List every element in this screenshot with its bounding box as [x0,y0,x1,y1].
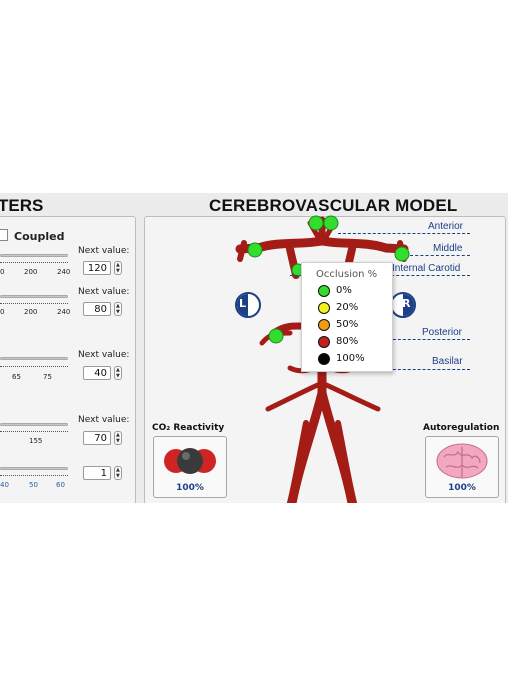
down-arrow-icon[interactable]: ▼ [116,473,120,479]
left-hemisphere-button[interactable]: L [235,292,261,318]
parameters-title: TERS [0,196,44,215]
slider-ticks [0,258,68,263]
slider-ticks [0,299,68,304]
tick-label: 65 [12,373,21,381]
up-arrow-icon[interactable]: ▲ [116,367,120,373]
occlusion-0-icon [318,285,330,297]
co2-molecule-icon [164,448,216,474]
tick-label: 240 [57,308,71,316]
value-input[interactable]: 40 [83,366,111,380]
app-window: TERS CEREBROVASCULAR MODEL Coupled Next … [0,193,508,503]
next-value-label: Next value: [78,350,130,360]
down-arrow-icon[interactable]: ▼ [116,373,120,379]
tick-label: 240 [57,268,71,276]
down-arrow-icon[interactable]: ▼ [116,438,120,444]
up-arrow-icon[interactable]: ▲ [116,467,120,473]
middle-leader [410,255,470,256]
slider-ticks [0,427,68,432]
co2-reactivity-title: CO₂ Reactivity [152,423,225,433]
slider-track[interactable] [0,423,68,426]
tick-label: 155 [29,437,43,445]
up-arrow-icon[interactable]: ▲ [116,432,120,438]
anterior-label: Anterior [428,221,464,232]
autoregulation-title: Autoregulation [423,423,500,433]
occlusion-20-icon [318,302,330,314]
spinner-buttons[interactable]: ▲▼ [114,431,122,445]
brain-icon [436,443,488,479]
slider-track[interactable] [0,254,68,257]
tick-label: 200 [24,308,38,316]
anterior-leader [338,233,470,234]
option-label: 0% [336,285,352,296]
next-value-label: Next value: [78,246,130,256]
option-label: 80% [336,336,359,347]
occlusion-80-icon [318,336,330,348]
slider-track[interactable] [0,295,68,298]
tick-label: 200 [24,268,38,276]
up-arrow-icon[interactable]: ▲ [116,262,120,268]
occlusion-title: Occlusion % [316,269,378,280]
autoregulation-card[interactable]: 100% [425,436,499,498]
option-label: 100% [336,353,365,364]
occlusion-50-icon [318,319,330,331]
basilar-leader [388,369,470,370]
value-input[interactable]: 1 [83,466,111,480]
half-fill [237,294,248,316]
coupled-checkbox[interactable]: Coupled [0,229,64,243]
value-input[interactable]: 120 [83,261,111,275]
internal-carotid-label: Internal Carotid [392,263,461,274]
spinner-buttons[interactable]: ▲▼ [114,261,122,275]
autoregulation-value: 100% [448,483,476,493]
tick-label: 0 [0,308,5,316]
checkbox-box[interactable] [0,229,8,241]
next-value-label: Next value: [78,287,130,297]
left-letter: L [239,297,247,310]
value-input[interactable]: 70 [83,431,111,445]
tick-label: 40 [0,481,9,489]
basilar-label: Basilar [432,356,463,367]
tick-label: 0 [0,268,5,276]
coupled-label: Coupled [14,230,65,243]
down-arrow-icon[interactable]: ▼ [116,268,120,274]
half-fill [403,294,414,316]
slider-ticks [0,471,68,476]
posterior-leader [388,339,470,340]
co2-reactivity-card[interactable]: 100% [153,436,227,498]
option-label: 50% [336,319,359,330]
slider-track[interactable] [0,467,68,470]
posterior-label: Posterior [422,327,463,338]
next-value-label: Next value: [78,415,130,425]
spinner-buttons[interactable]: ▲▼ [114,302,122,316]
middle-label: Middle [433,243,463,254]
occlusion-100-icon [318,353,330,365]
value-input[interactable]: 80 [83,302,111,316]
tick-label: 75 [43,373,52,381]
option-label: 20% [336,302,359,313]
up-arrow-icon[interactable]: ▲ [116,303,120,309]
slider-ticks [0,362,68,367]
tick-label: 50 [29,481,38,489]
down-arrow-icon[interactable]: ▼ [116,309,120,315]
spinner-buttons[interactable]: ▲▼ [114,366,122,380]
spinner-buttons[interactable]: ▲▼ [114,466,122,480]
tick-label: 60 [56,481,65,489]
right-letter: R [402,297,411,310]
cerebrovascular-model-title: CEREBROVASCULAR MODEL [209,196,458,215]
co2-reactivity-value: 100% [176,483,204,493]
slider-track[interactable] [0,357,68,360]
occlusion-popup[interactable]: Occlusion % 0% 20% 50% 80% 100% [301,262,393,372]
right-hemisphere-button[interactable]: R [390,292,416,318]
